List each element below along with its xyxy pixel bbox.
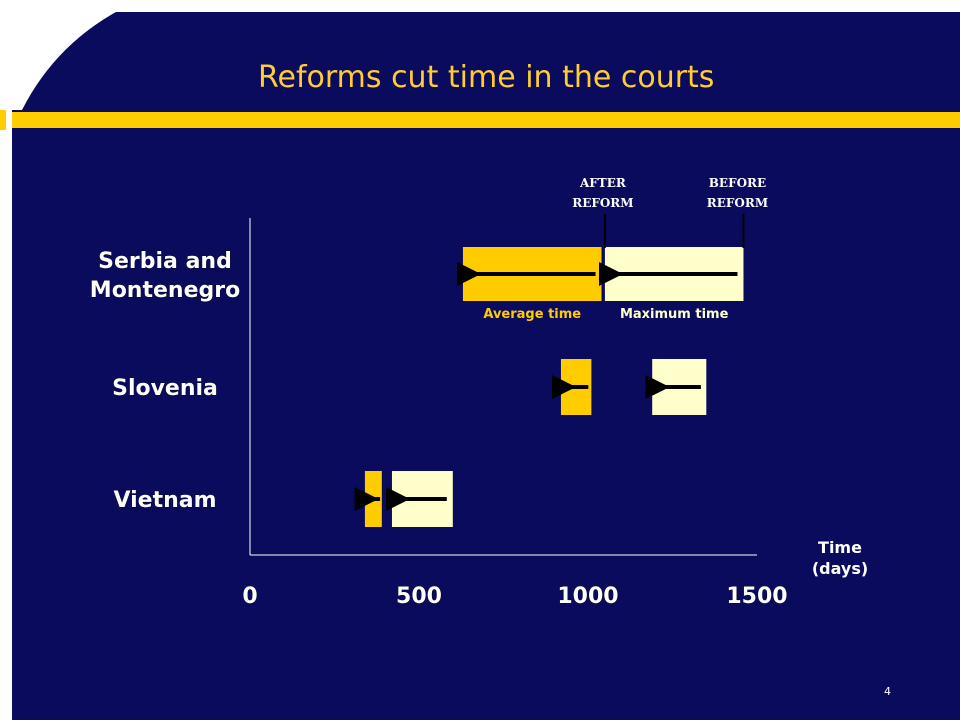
top-margin-strip: [120, 0, 960, 12]
x-axis-label: Time(days): [812, 538, 868, 578]
accent-stripe: [12, 112, 960, 128]
category-label: Vietnam: [113, 488, 216, 513]
x-tick-label: 0: [242, 584, 257, 609]
background-panel: [12, 12, 960, 720]
accent-stripe-edge: [0, 110, 6, 130]
category-label: Slovenia: [112, 376, 218, 401]
chart-marks: [354, 247, 744, 527]
page-number: 4: [884, 685, 891, 698]
x-tick-label: 1000: [557, 584, 618, 609]
chart-axes: [249, 218, 757, 556]
series-label-average: Average time: [483, 307, 581, 322]
slide-title: Reforms cut time in the courts: [258, 60, 715, 95]
x-tick-label: 500: [396, 584, 442, 609]
series-label-maximum: Maximum time: [620, 307, 729, 322]
corner-curve: [0, 0, 140, 110]
x-tick-label: 1500: [726, 584, 787, 609]
